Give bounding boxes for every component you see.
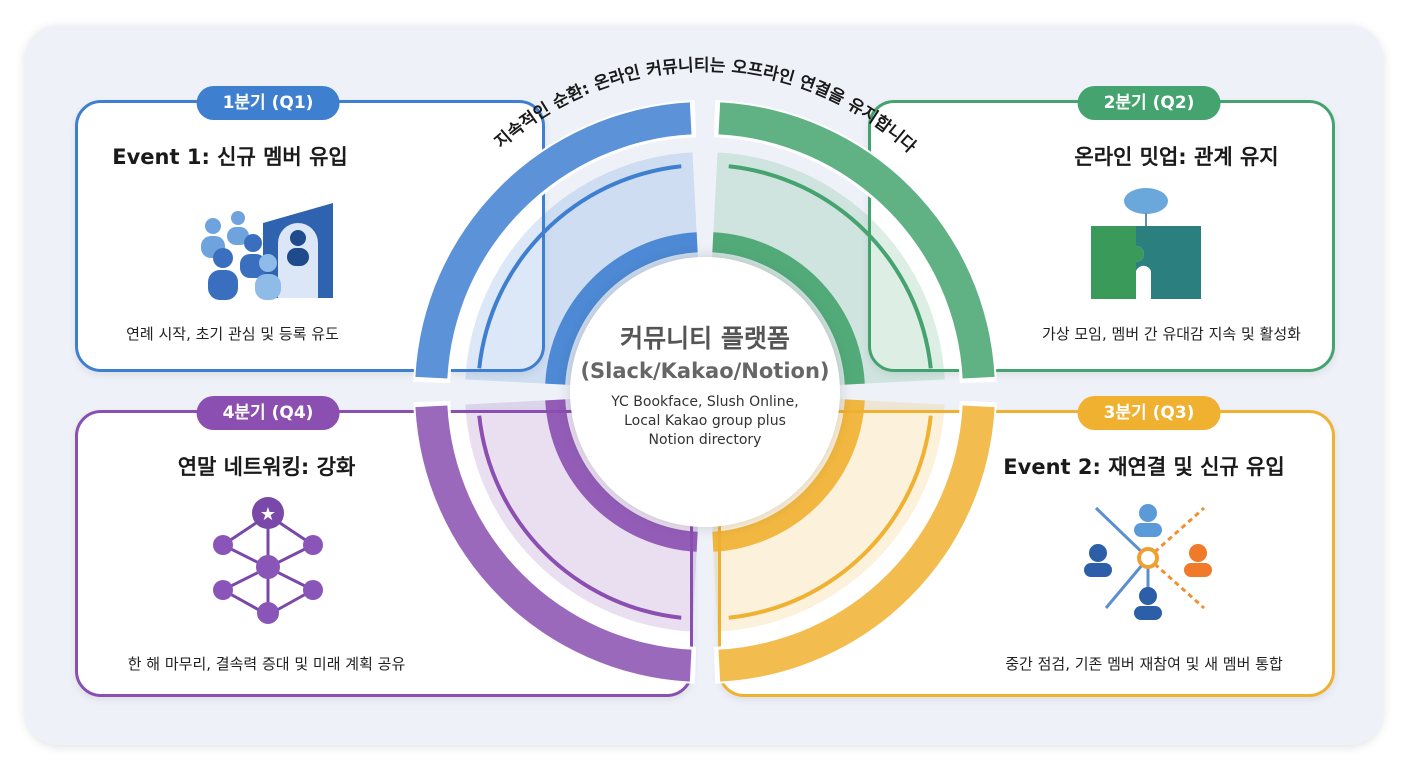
- title-q3: Event 2: 재연결 및 신규 유입: [1003, 455, 1285, 479]
- desc-q4: 한 해 마무리, 결속력 증대 및 미래 계획 공유: [127, 655, 406, 673]
- title-q2: 온라인 밋업: 관계 유지: [1074, 145, 1279, 169]
- card-q2: 2분기 (Q2) 온라인 밋업: 관계 유지 가상 모임, 멤버 간 유대감 지…: [868, 86, 1335, 372]
- svg-text:★: ★: [260, 504, 276, 525]
- inner-sector-q2: [711, 152, 945, 386]
- inner-sector-q3: [711, 398, 945, 632]
- network-hub-icon: [1084, 504, 1212, 620]
- inner-sector-q4: [465, 398, 699, 632]
- flow-arrow-q3: [728, 415, 933, 620]
- desc-q1: 연례 시작, 초기 관심 및 등록 유도: [126, 325, 339, 343]
- inner-arc-q4: [545, 399, 698, 552]
- center-title: 커뮤니티 플랫폼: [620, 324, 790, 353]
- flow-arrow-q4: [477, 415, 682, 620]
- inner-sector-q1: [465, 152, 699, 386]
- flow-arrow-q2: [728, 164, 933, 369]
- center-subtitle: (Slack/Kakao/Notion): [580, 359, 830, 383]
- inner-arc-q2: [712, 232, 865, 385]
- flow-arrow-q1: [477, 164, 682, 369]
- outer-arc-q1: [415, 102, 692, 379]
- outer-arc-q2: [718, 102, 995, 379]
- badge-q2: 2분기 (Q2): [1077, 86, 1221, 120]
- badge-q4: 4분기 (Q4): [196, 396, 340, 430]
- desc-q2: 가상 모임, 멤버 간 유대감 지속 및 활성화: [1042, 325, 1301, 343]
- star-network-icon: ★: [213, 497, 323, 624]
- center-platform: 커뮤니티 플랫폼 (Slack/Kakao/Notion) YC Bookfac…: [570, 257, 840, 527]
- title-q1: Event 1: 신규 멤버 유입: [112, 145, 348, 169]
- badge-q1: 1분기 (Q1): [196, 86, 340, 120]
- outer-arc-q4: [415, 405, 692, 682]
- center-description: YC Bookface, Slush Online, Local Kakao g…: [611, 394, 799, 448]
- inner-arc-q3: [712, 399, 865, 552]
- people-door-icon: [201, 203, 333, 300]
- inner-arc-q1: [545, 232, 698, 385]
- desc-q3: 중간 점검, 기존 멤버 재참여 및 새 멤버 통합: [1005, 655, 1283, 673]
- badge-q3: 3분기 (Q3): [1077, 396, 1221, 430]
- title-q4: 연말 네트워킹: 강화: [177, 455, 356, 479]
- puzzle-cloud-icon: [1091, 188, 1201, 299]
- outer-arc-q3: [718, 405, 995, 682]
